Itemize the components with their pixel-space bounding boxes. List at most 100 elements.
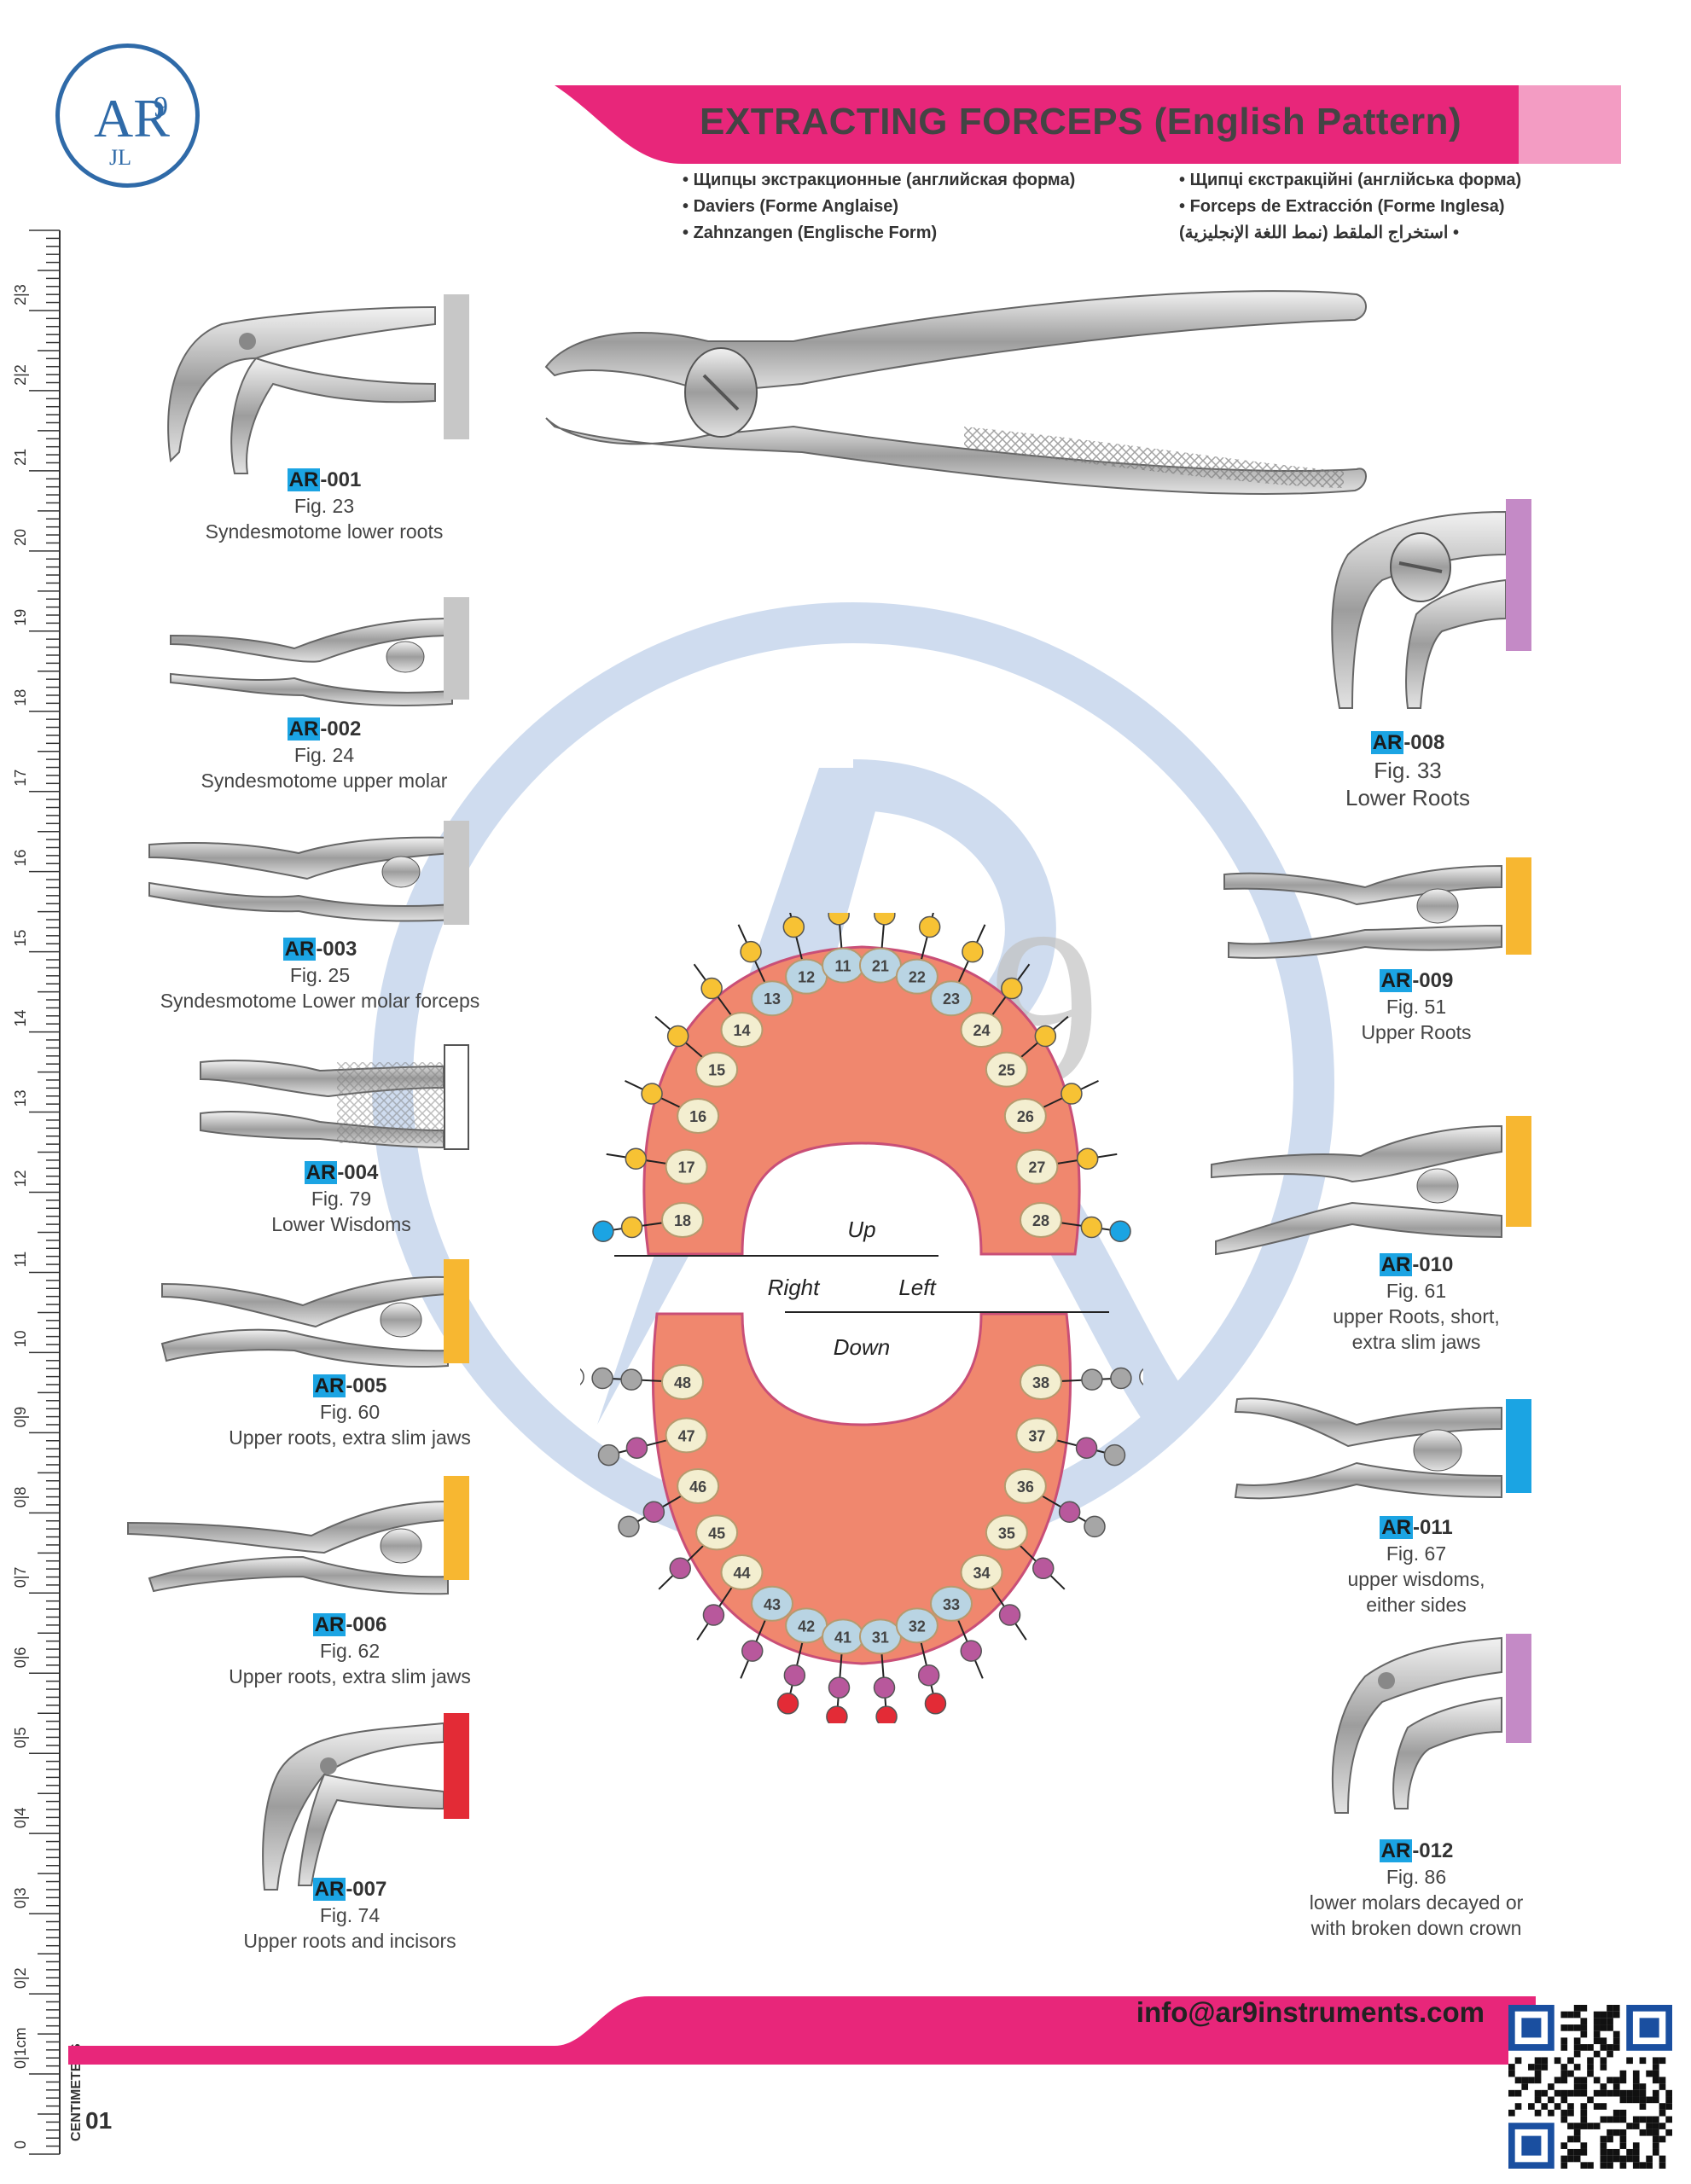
tooth-37 xyxy=(1015,1417,1059,1454)
translations-right: Щипці єкстракційні (англійська форма) Fo… xyxy=(1179,167,1657,247)
brand-logo: AR 9 JL xyxy=(55,44,200,188)
qr-module xyxy=(1567,2024,1574,2031)
chart-dot xyxy=(1076,1147,1099,1170)
logo-digit: 9 xyxy=(154,91,168,123)
instrument-figure: Fig. 60 xyxy=(319,1401,381,1423)
qr-module xyxy=(1587,2070,1594,2077)
ruler-label: 2|3 xyxy=(12,284,29,305)
chart-dot xyxy=(826,1705,848,1723)
qr-module xyxy=(1567,2011,1574,2018)
chart-dot xyxy=(1109,1220,1131,1243)
dental-arches xyxy=(614,945,1109,1665)
qr-module xyxy=(1567,2103,1574,2110)
page-title: EXTRACTING FORCEPS (English Pattern) xyxy=(700,101,1462,142)
instrument-figure: Fig. 51 xyxy=(1386,996,1447,1018)
color-code-bar-ar-012 xyxy=(1506,1634,1531,1743)
instrument-description: Upper roots and incisors xyxy=(243,1930,456,1952)
instrument-description: Syndesmotome Lower molar forceps xyxy=(160,990,480,1012)
qr-module xyxy=(1639,2129,1647,2136)
qr-module xyxy=(1541,2089,1549,2097)
qr-module xyxy=(1659,2162,1666,2169)
tooth-number: 36 xyxy=(1017,1478,1034,1496)
qr-module xyxy=(1560,2011,1568,2018)
qr-module xyxy=(1528,2077,1535,2084)
qr-module xyxy=(1659,2083,1666,2090)
qr-module xyxy=(1587,2123,1594,2129)
color-code-bar-ar-005 xyxy=(444,1259,469,1363)
instrument-ar-012-image xyxy=(1331,1636,1502,1814)
qr-module xyxy=(1554,2103,1561,2110)
color-code-bar-ar-003 xyxy=(444,821,469,925)
qr-module xyxy=(1593,2024,1601,2031)
qr-module xyxy=(1541,2064,1549,2071)
tooth-number: 15 xyxy=(708,1062,725,1079)
tooth-number: 48 xyxy=(674,1374,691,1391)
tooth-18 xyxy=(661,1202,704,1238)
qr-module xyxy=(1514,2077,1522,2084)
instrument-ar-001-image xyxy=(167,305,436,474)
qr-module xyxy=(1613,2155,1620,2163)
qr-module xyxy=(1639,2162,1647,2169)
qr-module xyxy=(1560,2024,1568,2031)
qr-module xyxy=(1580,2109,1588,2117)
chart-dot xyxy=(620,1368,642,1391)
qr-module xyxy=(1573,2155,1581,2163)
tooth-number: 14 xyxy=(733,1022,750,1039)
qr-module xyxy=(1560,2155,1568,2163)
qr-module xyxy=(1567,2057,1574,2065)
instrument-figure: Fig. 61 xyxy=(1386,1280,1447,1302)
qr-module xyxy=(1600,2064,1607,2071)
chart-label-left: Left xyxy=(898,1275,937,1300)
chart-dot xyxy=(700,977,723,1000)
qr-module xyxy=(1548,2109,1554,2117)
chart-dot xyxy=(960,1640,982,1662)
qr-module xyxy=(1567,2070,1574,2077)
chart-dot xyxy=(1075,1437,1098,1459)
chart-dot xyxy=(641,1083,663,1105)
qr-module xyxy=(1613,2011,1620,2018)
qr-module xyxy=(1508,2109,1515,2117)
qr-module xyxy=(1560,2064,1568,2071)
chart-dot xyxy=(702,1604,725,1626)
qr-module xyxy=(1607,2018,1613,2025)
ruler-label: 10 xyxy=(12,1330,29,1347)
qr-module xyxy=(1619,2129,1627,2136)
qr-module xyxy=(1600,2089,1607,2097)
qr-module xyxy=(1613,2037,1620,2045)
qr-module xyxy=(1567,2155,1574,2163)
qr-module xyxy=(1521,2077,1529,2084)
instrument-code: AR-010 xyxy=(1379,1253,1454,1276)
qr-module xyxy=(1613,2077,1620,2084)
instrument-ar-011-image xyxy=(1234,1397,1502,1500)
qr-module xyxy=(1560,2089,1568,2097)
ruler-unit-label: CENTIMETERS xyxy=(69,2043,84,2141)
ruler-label: 0|7 xyxy=(12,1567,29,1589)
qr-module xyxy=(1548,2083,1554,2090)
qr-module xyxy=(1607,2044,1613,2051)
chart-dot xyxy=(1034,1025,1057,1048)
qr-code[interactable] xyxy=(1508,2005,1672,2169)
qr-module xyxy=(1587,2096,1594,2104)
qr-module xyxy=(1567,2109,1574,2117)
qr-module xyxy=(1659,2155,1666,2163)
qr-module xyxy=(1626,2057,1633,2065)
tooth-number: 16 xyxy=(689,1108,706,1125)
qr-module xyxy=(1514,2057,1522,2065)
qr-module xyxy=(1607,2011,1613,2018)
instrument-ar-002-image xyxy=(170,617,453,706)
qr-module xyxy=(1632,2162,1640,2169)
tooth-14 xyxy=(720,1012,764,1048)
tooth-number: 41 xyxy=(834,1629,851,1646)
qr-module xyxy=(1587,2064,1594,2071)
qr-module xyxy=(1580,2123,1588,2129)
qr-module xyxy=(1528,2064,1535,2071)
ruler-label: 13 xyxy=(12,1090,29,1107)
header-band xyxy=(555,85,1621,164)
qr-module xyxy=(1652,2123,1659,2129)
instrument-code: AR-007 xyxy=(312,1878,387,1901)
qr-module xyxy=(1639,2096,1647,2104)
instrument-description: extra slim jaws xyxy=(1351,1331,1481,1353)
chart-dot xyxy=(580,1368,584,1385)
qr-module xyxy=(1646,2162,1653,2169)
contact-email[interactable]: info@ar9instruments.com xyxy=(1136,1996,1485,2028)
